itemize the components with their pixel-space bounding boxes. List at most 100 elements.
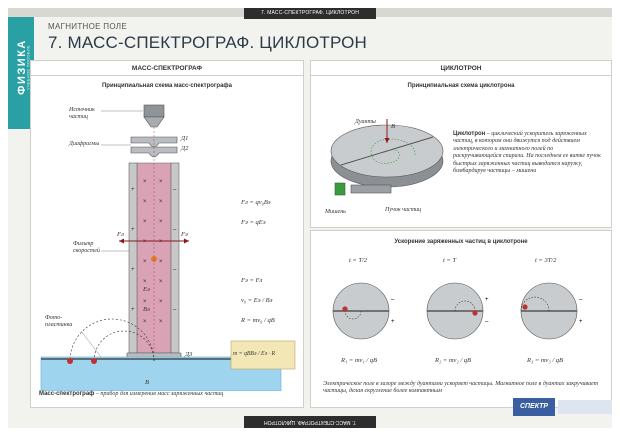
svg-text:–: – <box>579 297 583 303</box>
cyclotron-scheme-title: Принципиальная схема циклотрона <box>407 83 515 89</box>
label-d3: Д3 <box>185 351 193 358</box>
electric-force-head <box>184 238 189 244</box>
label-cyclotron-b: B <box>391 123 395 130</box>
stage-2-disk: +– <box>426 282 489 340</box>
cyclotron-panel-title: ЦИКЛОТРОН <box>311 61 611 76</box>
top-tab: 7. МАСС-СПЕКТРОГРАФ. ЦИКЛОТРОН <box>244 8 376 19</box>
svg-text:+: + <box>131 187 135 193</box>
svg-text:+: + <box>131 307 135 313</box>
svg-text:+: + <box>131 227 135 233</box>
formula-velocity: v₀ = Eэ / Bэ <box>241 297 273 304</box>
label-e0: Eэ <box>143 286 150 293</box>
beam-extractor <box>350 184 392 194</box>
svg-text:×: × <box>159 279 163 285</box>
acceleration-stages-diagram: –+ +– –+ <box>332 282 583 340</box>
publisher-logo: СПЕКТР <box>513 398 555 416</box>
label-target: Мишень <box>325 209 346 215</box>
b-vector-head <box>384 138 390 143</box>
stage-3-disk: –+ <box>520 282 583 340</box>
svg-text:+: + <box>579 319 583 325</box>
mass-formula-box <box>230 340 296 370</box>
svg-text:–: – <box>485 319 489 325</box>
spectrograph-panel: МАСС-СПЕКТРОГРАФ Принципиальная схема ма… <box>30 60 304 408</box>
formula-mass: m = qBBэ / Eэ · R <box>233 351 276 357</box>
formula-balance: Fэ = Fл <box>241 277 263 284</box>
svg-text:×: × <box>159 259 163 265</box>
spectrograph-caption-term: Масс-спектрограф <box>39 391 95 397</box>
cyclotron-diagram <box>330 119 444 196</box>
target-shape <box>334 182 346 196</box>
spectrograph-diagram: × × × × × × × × × × × × × × × × + + + + – – – – <box>40 104 296 391</box>
label-b0: Bэ <box>143 306 150 313</box>
svg-text:–: – <box>173 307 177 313</box>
acceleration-panel: Ускорение заряженных частиц в циклотроне… <box>310 230 612 408</box>
stage-1-radius: R₁ = mv₁ / qB <box>341 357 377 364</box>
svg-text:–: – <box>173 187 177 193</box>
svg-text:+: + <box>131 267 135 273</box>
svg-text:×: × <box>159 219 163 225</box>
spectrograph-scheme-title: Принципиальная схема масс-спектрографа <box>101 83 233 89</box>
publisher-info-box <box>558 400 612 414</box>
label-fl: Fл <box>117 231 124 238</box>
svg-text:×: × <box>143 279 147 285</box>
label-velocity-filter: Фильтр скоростей <box>73 241 100 255</box>
poster-supertitle: МАГНИТНОЕ ПОЛЕ <box>48 22 127 31</box>
plate-signs: + + + + – – – – <box>131 187 177 313</box>
ion-1 <box>91 358 97 364</box>
svg-text:×: × <box>143 239 147 245</box>
svg-text:×: × <box>159 319 163 325</box>
label-fe: Fэ <box>181 231 188 238</box>
stage-2-time: t = T <box>443 257 457 264</box>
svg-text:×: × <box>143 319 147 325</box>
label-source: Источник частиц <box>69 107 95 121</box>
svg-text:–: – <box>173 267 177 273</box>
label-b: B <box>145 379 149 386</box>
spectrograph-caption-text: – прибор для измерения масс заряженных ч… <box>94 391 224 397</box>
label-d1: Д1 <box>181 135 189 142</box>
acceleration-caption: Электрическое поле в зазоре между дуанта… <box>323 381 599 395</box>
svg-text:+: + <box>485 297 489 303</box>
svg-text:×: × <box>143 219 147 225</box>
svg-text:×: × <box>143 259 147 265</box>
svg-text:+: + <box>391 319 395 325</box>
particle-source-shape <box>143 104 165 118</box>
svg-text:×: × <box>143 299 147 305</box>
stage-1-time: t = T/2 <box>349 257 368 264</box>
spiral-path <box>370 138 416 164</box>
svg-text:–: – <box>173 227 177 233</box>
svg-text:×: × <box>159 199 163 205</box>
cyclotron-definition: Циклотрон – циклический ускоритель заряж… <box>453 131 603 175</box>
particle-source-cone <box>143 116 165 128</box>
stage-3-radius: R₃ = mv₃ / qB <box>527 357 563 364</box>
cyclotron-definition-text: – циклический ускоритель заряженных част… <box>453 131 601 175</box>
particle-arc-1 <box>93 330 155 362</box>
poster: 7. МАСС-СПЕКТРОГРАФ. ЦИКЛОТРОН ФИЗИКА УЧ… <box>8 8 612 428</box>
spectrograph-panel-title: МАСС-СПЕКТРОГРАФ <box>31 61 303 76</box>
plate-leader <box>80 330 102 358</box>
formula-radius: R = mv₀ / qB <box>241 317 275 324</box>
formula-lorentz: Fл = qv₀Bэ <box>241 199 271 206</box>
stage-1-disk: –+ <box>332 282 395 340</box>
svg-text:×: × <box>159 179 163 185</box>
svg-text:×: × <box>143 199 147 205</box>
bottom-tab: 7. МАСС-СПЕКТРОГРАФ. ЦИКЛОТРОН <box>244 416 376 428</box>
ion-2 <box>67 358 73 364</box>
subject-band: ФИЗИКА УЧЕБНОЕ ПОСОБИЕ <box>8 17 34 129</box>
lorentz-force-head <box>119 238 124 244</box>
stage-2-radius: R₂ = mv₂ / qB <box>435 357 471 364</box>
diaphragm-1-shape <box>130 136 178 148</box>
filter-field-marks: × × × × × × × × × × × × × × × × <box>143 179 163 325</box>
label-d2: Д2 <box>181 145 189 152</box>
svg-text:×: × <box>159 299 163 305</box>
spectrograph-caption: Масс-спектрограф – прибор для измерения … <box>39 391 301 398</box>
label-beam: Пучок частиц <box>385 207 422 213</box>
svg-text:–: – <box>391 297 395 303</box>
particle-arc-2 <box>69 318 155 362</box>
stage-3-time: t = 3T/2 <box>535 257 557 264</box>
cyclotron-panel: ЦИКЛОТРОН Принципиальная схема циклотрон… <box>310 60 612 228</box>
label-dees: Дуанты <box>355 119 376 125</box>
svg-text:×: × <box>143 179 147 185</box>
acceleration-title: Ускорение заряженных частиц в циклотроне <box>394 239 528 245</box>
svg-text:×: × <box>159 239 163 245</box>
label-diaphragms: Диафрагмы <box>69 141 100 147</box>
